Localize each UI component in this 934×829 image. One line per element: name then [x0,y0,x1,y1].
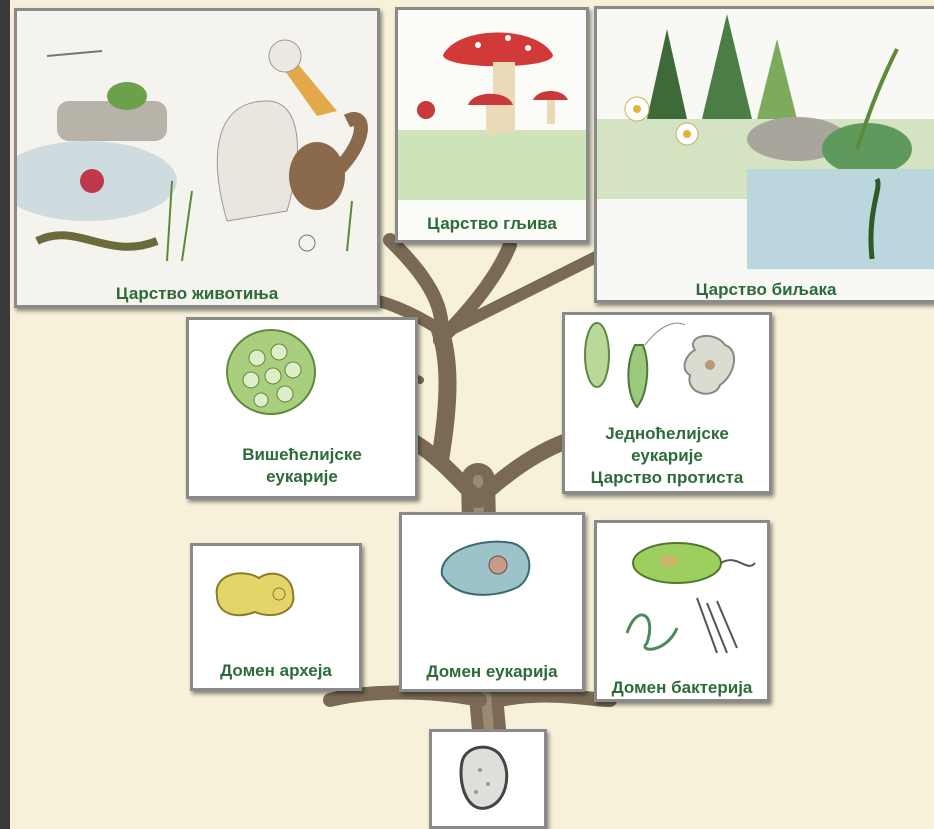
label-domain-bacteria: Домен бактерија [597,677,767,698]
label-kingdom-fungi: Царство гљива [398,213,586,234]
label-kingdom-animals: Царство животиња [17,283,377,304]
card-kingdom-animals: Царство животиња [14,8,380,308]
card-kingdom-fungi: Царство гљива [395,7,589,243]
card-root-cell [429,729,547,829]
label-multicellular-line1: Вишећелијске [189,444,415,465]
label-kingdom-plants: Царство биљака [597,279,934,300]
animals-illustration [17,11,377,305]
card-kingdom-plants: Царство биљака [594,6,934,303]
card-domain-archaea: Домен археја [190,543,362,691]
label-multicellular-line2: еукарије [189,466,415,487]
label-unicellular-line2: еукарије [565,445,769,466]
bacteria-illustration [597,523,767,699]
plants-illustration [597,9,934,300]
card-multicellular-eukaryotes: Вишећелијске еукарије [186,317,418,499]
fungi-illustration [398,10,586,240]
label-unicellular-line1: Једноћелијске [565,423,769,444]
label-domain-eukarya: Домен еукарија [402,661,582,682]
card-unicellular-eukaryotes: Једноћелијске еукарије Царство протиста [562,312,772,494]
card-domain-bacteria: Домен бактерија [594,520,770,702]
root-cell-illustration [432,732,544,826]
label-domain-archaea: Домен археја [193,660,359,681]
label-unicellular-line3: Царство протиста [565,467,769,488]
tree-of-life-diagram: Царство животиња Царство гљива [10,0,934,829]
card-domain-eukarya: Домен еукарија [399,512,585,692]
